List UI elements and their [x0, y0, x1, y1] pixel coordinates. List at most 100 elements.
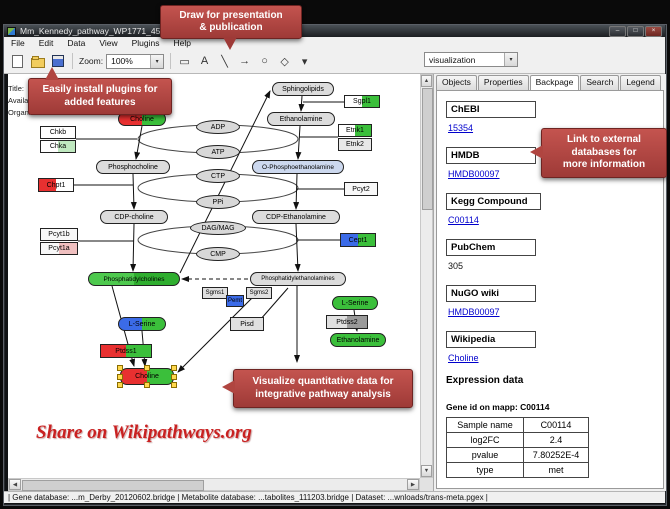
scroll-up-icon[interactable]: ▲: [421, 75, 432, 87]
pathway-node-chpt1[interactable]: Chpt1: [38, 178, 74, 192]
save-button[interactable]: [48, 52, 67, 71]
vertical-scroll-thumb[interactable]: [422, 88, 433, 210]
zoom-control: Zoom: 100% ▾: [79, 53, 165, 69]
pathway-node-adp[interactable]: ADP: [196, 120, 240, 134]
pathway-node-phosphatidylcholines[interactable]: Phosphatidylcholines: [88, 272, 180, 286]
pathway-node-ppi[interactable]: PPi: [196, 195, 240, 209]
selection-handle[interactable]: [144, 382, 150, 388]
template-dropdown-icon[interactable]: ▾: [301, 55, 308, 68]
selection-handle[interactable]: [171, 365, 177, 371]
new-file-button[interactable]: [8, 52, 27, 71]
pathway-node-cmp[interactable]: CMP: [196, 247, 240, 261]
visualization-dropdown[interactable]: visualization ▾: [424, 52, 518, 67]
pathway-node-pcyt1a[interactable]: Pcyt1a: [40, 242, 78, 255]
selection-handle[interactable]: [117, 382, 123, 388]
pathway-canvas[interactable]: Title:Availability:Organism:Sphingolipid…: [8, 74, 420, 478]
pathway-node-ptdss1[interactable]: Ptdss1: [100, 344, 152, 358]
chevron-down-icon[interactable]: ▾: [150, 54, 164, 68]
datanode-tool-icon[interactable]: ▭: [179, 55, 190, 68]
pathway-node-o-phosphoethanolamine[interactable]: O-Phosphoethanolamine: [252, 160, 344, 174]
pathway-node-cdp-ethanolamine[interactable]: CDP-Ethanolamine: [252, 210, 340, 224]
pathway-node-pcyt1b[interactable]: Pcyt1b: [40, 228, 78, 241]
pathway-node-etnk2[interactable]: Etnk2: [338, 138, 372, 151]
horizontal-scroll-thumb[interactable]: [22, 480, 204, 491]
pathway-node-sphingolipids[interactable]: Sphingolipids: [272, 82, 334, 96]
status-text: | Gene database: ...m_Derby_20120602.bri…: [8, 493, 488, 502]
menu-edit[interactable]: Edit: [38, 38, 54, 48]
oval-tool-icon[interactable]: ○: [261, 55, 268, 67]
database-link-chebi[interactable]: 15354: [448, 123, 474, 133]
pathway-node-ptdss2[interactable]: Ptdss2: [326, 315, 368, 329]
database-link-nugo-wiki[interactable]: HMDB00097: [448, 307, 500, 317]
pathway-node-cdp-choline[interactable]: CDP-choline: [100, 210, 168, 224]
pathway-node-phosphatidylethanolamines[interactable]: Phosphatidylethanolamines: [250, 272, 346, 286]
vertical-scrollbar[interactable]: ▲ ▼: [420, 74, 433, 478]
title-bar[interactable]: Mm_Kennedy_pathway_WP1771_45176.gp... – …: [4, 25, 665, 37]
selection-handle[interactable]: [171, 382, 177, 388]
scroll-right-icon[interactable]: ▶: [407, 479, 419, 490]
expression-table-cell: met: [523, 462, 589, 478]
chevron-down-icon[interactable]: ▾: [504, 53, 517, 66]
menu-data[interactable]: Data: [67, 38, 86, 48]
database-link-kegg-compound[interactable]: C00114: [448, 215, 479, 225]
callout-external-databases: Link to external databases for more info…: [530, 128, 667, 178]
tab-properties[interactable]: Properties: [477, 75, 529, 90]
tab-backpage[interactable]: Backpage: [529, 75, 580, 90]
pathway-node-sgpl1[interactable]: Sgpl1: [344, 95, 380, 108]
pathway-node-l-serine[interactable]: L-Serine: [332, 296, 378, 310]
line-tool-icon[interactable]: ╲: [221, 55, 228, 68]
open-file-button[interactable]: [28, 52, 47, 71]
horizontal-scrollbar[interactable]: ◀ ▶: [8, 478, 420, 491]
selection-handle[interactable]: [117, 365, 123, 371]
database-heading-nugo-wiki: NuGO wiki: [446, 285, 536, 302]
selection-handle[interactable]: [117, 373, 123, 380]
menu-plugins[interactable]: Plugins: [131, 38, 160, 48]
side-panel-tabs: Objects Properties Backpage Search Legen…: [434, 74, 666, 90]
zoom-dropdown[interactable]: 100% ▾: [106, 53, 165, 69]
pathway-node-l-serine[interactable]: L-Serine: [118, 317, 166, 331]
tab-search[interactable]: Search: [580, 75, 620, 90]
pathway-node-chka[interactable]: Chka: [40, 140, 76, 153]
open-folder-icon: [30, 55, 45, 68]
pathway-node-atp[interactable]: ATP: [196, 145, 240, 159]
pathway-node-pcyt2[interactable]: Pcyt2: [344, 182, 378, 196]
selection-handle[interactable]: [144, 365, 150, 371]
pathway-node-ctp[interactable]: CTP: [196, 169, 240, 183]
minimize-button[interactable]: –: [609, 25, 626, 37]
menu-help[interactable]: Help: [173, 38, 191, 48]
database-link-hmdb[interactable]: HMDB00097: [448, 169, 500, 179]
label-tool-icon[interactable]: A: [200, 55, 209, 67]
tab-objects[interactable]: Objects: [436, 75, 477, 90]
scroll-down-icon[interactable]: ▼: [421, 465, 432, 477]
callout-link-text: Link to external databases for more info…: [562, 134, 646, 171]
tab-legend[interactable]: Legend: [620, 75, 661, 90]
pathway-node-phosphocholine[interactable]: Phosphocholine: [96, 160, 170, 174]
pathway-node-pemt[interactable]: Pemt: [226, 295, 244, 307]
shape-tool-icon[interactable]: ◇: [280, 55, 289, 68]
callout-visualize-data: Visualize quantitative data for integrat…: [222, 369, 413, 408]
selection-handle[interactable]: [171, 373, 177, 380]
callout-pointer-left: [530, 145, 543, 159]
pathway-node-sgms1[interactable]: Sgms1: [202, 287, 228, 299]
pathway-node-cept1[interactable]: Cept1: [340, 233, 376, 247]
callout-viz-text: Visualize quantitative data for integrat…: [252, 376, 394, 400]
pathway-node-etnk1[interactable]: Etnk1: [338, 124, 372, 137]
zoom-label: Zoom:: [79, 56, 104, 66]
pathway-node-ethanolamine[interactable]: Ethanolamine: [267, 112, 335, 126]
pathway-node-pisd[interactable]: Pisd: [230, 317, 264, 331]
menu-file[interactable]: File: [11, 38, 25, 48]
scroll-left-icon[interactable]: ◀: [9, 479, 21, 490]
close-button[interactable]: ×: [645, 25, 662, 37]
maximize-button[interactable]: □: [627, 25, 644, 37]
expression-table-cell: 7.80252E-4: [523, 447, 589, 463]
pathway-node-sgms2[interactable]: Sgms2: [246, 287, 272, 299]
database-link-wikipedia[interactable]: Choline: [448, 353, 479, 363]
toolbar: Zoom: 100% ▾ ▭ A ╲ → ○ ◇ ▾: [4, 49, 665, 74]
save-disk-icon: [51, 55, 64, 67]
pathway-node-dag-mag[interactable]: DAG/MAG: [190, 221, 246, 235]
pathway-node-ethanolamine[interactable]: Ethanolamine: [330, 333, 386, 347]
arrow-tool-icon[interactable]: →: [239, 55, 251, 67]
pathway-node-chkb[interactable]: Chkb: [40, 126, 76, 139]
menu-view[interactable]: View: [99, 38, 118, 48]
